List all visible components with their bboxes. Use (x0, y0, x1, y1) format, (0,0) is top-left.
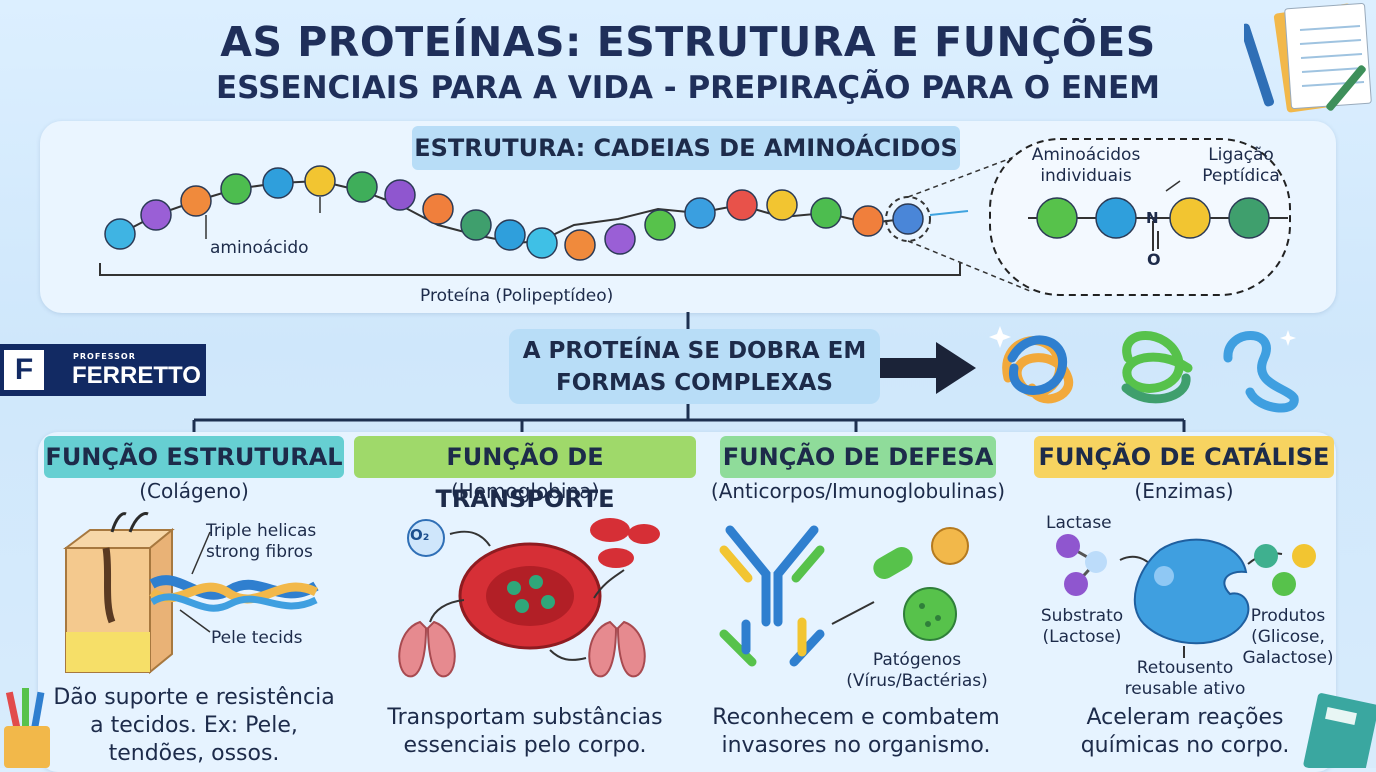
individual-amino-label: Aminoácidos individuais (1031, 145, 1141, 186)
structure-heading: ESTRUTURA: CADEIAS DE AMINOÁCIDOS (412, 126, 960, 170)
function-transport-subtitle: (Hemoglobina) (450, 479, 600, 503)
enzyme-illustration (1056, 534, 1316, 658)
products-label: Produtos (Glicose, Galactose) (1242, 606, 1334, 668)
right-arrow-icon (880, 342, 976, 394)
antibody-illustration (719, 525, 969, 667)
oxygen-label: O₂ (410, 526, 430, 544)
function-structural-title: FUNÇÃO ESTRUTURAL (44, 436, 344, 478)
brand-letter: F (4, 350, 44, 390)
function-defense-subtitle: (Anticorpos/Imunoglobulinas) (710, 479, 1006, 503)
skin-tissue-label: Pele tecids (211, 628, 303, 648)
oxygen-label: O (1147, 250, 1161, 269)
pencil-cup-icon (4, 688, 50, 768)
fold-heading: A PROTEÍNA SE DOBRA EM FORMAS COMPLEXAS (509, 329, 880, 404)
brand-name: FERRETTO (72, 362, 201, 389)
function-transport-description: Transportam substâncias essenciais pelo … (387, 705, 663, 758)
lactase-label: Lactase (1046, 513, 1112, 533)
amino-chain-diagram (99, 138, 1291, 296)
substrate-label: Substrato (Lactose) (1040, 606, 1124, 647)
function-catalysis-description: Aceleram reações químicas no corpo. (1080, 705, 1290, 758)
notebook-pen-icon (1244, 3, 1372, 113)
page-subtitle: ESSENCIAIS PARA A VIDA - PREPIRAÇÃO PARA… (215, 70, 1161, 106)
nitrogen-label: N (1146, 209, 1159, 227)
function-transport-title: FUNÇÃO DE TRANSPORTE (354, 436, 696, 513)
function-structural-subtitle: (Colágeno) (139, 479, 249, 503)
amino-acid-label: aminoácido (210, 238, 309, 258)
hemoglobin-illustration (398, 518, 660, 678)
active-site-label: Retousento reusable ativo (1124, 658, 1246, 699)
protein-chain-label: Proteína (Polipeptídeo) (420, 286, 614, 306)
peptide-bond-label: Ligação Peptídica (1202, 145, 1280, 186)
collagen-skin-illustration (63, 512, 319, 675)
function-defense-description: Reconhecem e combatem invasores no organ… (712, 705, 1000, 758)
pathogens-label: Patógenos (Vírus/Bactérias) (846, 650, 988, 691)
brand-small-text: PROFESSOR (73, 352, 136, 361)
function-structural-description: Dão suporte e resistência a tecidos. Ex:… (53, 685, 335, 766)
function-catalysis-title: FUNÇÃO DE CATÁLISE (1034, 436, 1334, 478)
page-title: AS PROTEÍNAS: ESTRUTURA E FUNÇÕES (220, 18, 1156, 66)
notebook-icon (1303, 693, 1376, 768)
function-catalysis-subtitle: (Enzimas) (1134, 479, 1234, 503)
function-defense-title: FUNÇÃO DE DEFESA (720, 436, 996, 478)
folded-protein-shapes (989, 326, 1299, 413)
collagen-helix-label: Triple helicas strong fibros (206, 521, 317, 562)
